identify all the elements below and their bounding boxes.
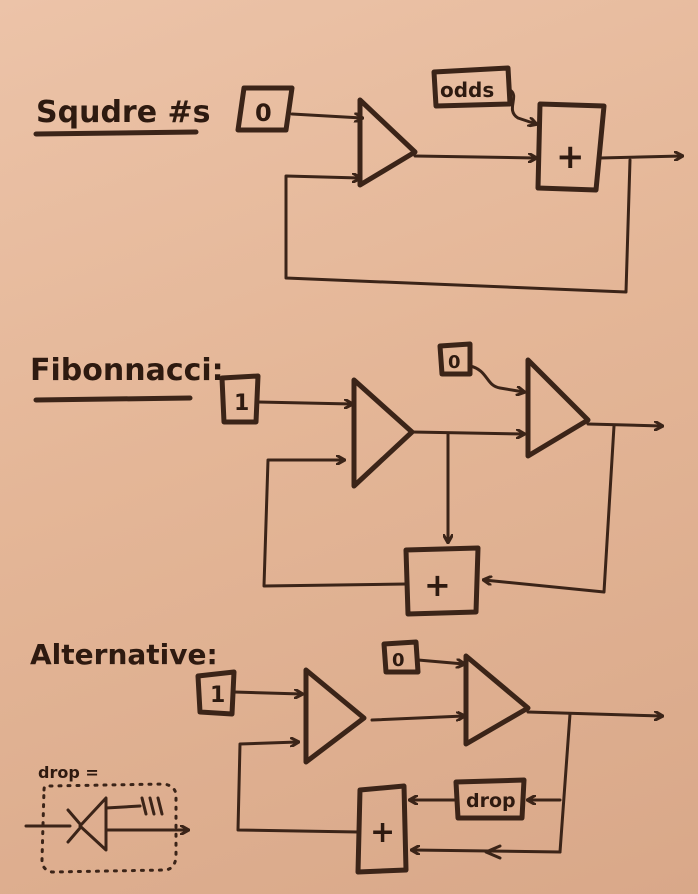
square-input-value: 0	[255, 99, 272, 127]
drop-legend-label: drop =	[38, 763, 99, 782]
square-input-arrow	[290, 112, 362, 118]
drop-legend-cross-mark	[66, 808, 82, 844]
fib-plus-sign: +	[424, 566, 451, 604]
fib-delay-triangle-1	[351, 377, 415, 489]
fib-final-output-arrow	[586, 424, 662, 426]
fib-init-arrow	[468, 364, 524, 392]
fib-title-underline	[33, 395, 193, 403]
fib-init-box	[437, 341, 473, 377]
square-title-underline	[33, 129, 199, 137]
fib-delay-triangle-2	[525, 357, 591, 459]
alt-bottom-arrow-mark	[484, 844, 502, 860]
alt-mid-arrow	[370, 716, 464, 722]
alt-final-output-arrow	[526, 710, 662, 716]
fib-return-arrow	[484, 424, 616, 594]
square-section: Squdre #s 0 odds +	[33, 65, 682, 294]
fib-init-value: 0	[448, 352, 461, 373]
fib-input-arrow	[256, 402, 352, 404]
drop-legend-cut-marks	[140, 796, 164, 816]
square-title: Squdre #s	[36, 95, 211, 130]
alt-drop-box	[453, 777, 527, 821]
square-plus-sign: +	[556, 137, 585, 177]
fib-mid-arrow	[410, 432, 524, 434]
square-init-value: odds	[440, 78, 494, 102]
fib-input-box	[219, 373, 261, 425]
drop-legend-dropped-output	[104, 804, 142, 810]
alt-plus-sign: +	[370, 815, 395, 850]
square-input-box	[235, 85, 295, 133]
fib-feedback-loop	[262, 460, 408, 588]
alt-input-box	[195, 669, 237, 717]
alt-feedback-loop	[236, 742, 360, 834]
alt-input-value: 1	[210, 683, 225, 708]
drop-legend: drop =	[24, 763, 188, 874]
alt-drop-label: drop	[466, 790, 516, 812]
alt-init-arrow	[416, 660, 464, 664]
fib-section: Fibonnacci: 1 0 +	[30, 341, 662, 617]
fib-title: Fibonnacci:	[30, 353, 224, 388]
square-output-arrow	[413, 156, 536, 158]
square-feedback-loop	[284, 158, 632, 294]
alt-section: Alternative: 1 0 drop +	[30, 638, 662, 875]
alt-delay-triangle-2	[463, 653, 531, 747]
alt-input-arrow	[232, 692, 302, 694]
alt-plus-box	[355, 783, 409, 875]
drop-legend-dotted-border	[40, 782, 178, 874]
fib-plus-box	[403, 545, 481, 617]
alt-delay-triangle-1	[303, 667, 367, 765]
alt-init-value: 0	[392, 650, 405, 671]
alt-output-branch	[558, 712, 572, 854]
square-delay-triangle	[357, 97, 418, 188]
alt-title: Alternative:	[30, 638, 218, 671]
square-plus-box	[535, 101, 607, 193]
square-init-arrow	[508, 88, 536, 124]
fib-input-value: 1	[234, 391, 249, 416]
drop-legend-triangle	[78, 796, 108, 852]
alt-init-box	[381, 639, 421, 675]
square-init-box	[431, 65, 513, 109]
square-final-output-arrow	[598, 156, 682, 158]
